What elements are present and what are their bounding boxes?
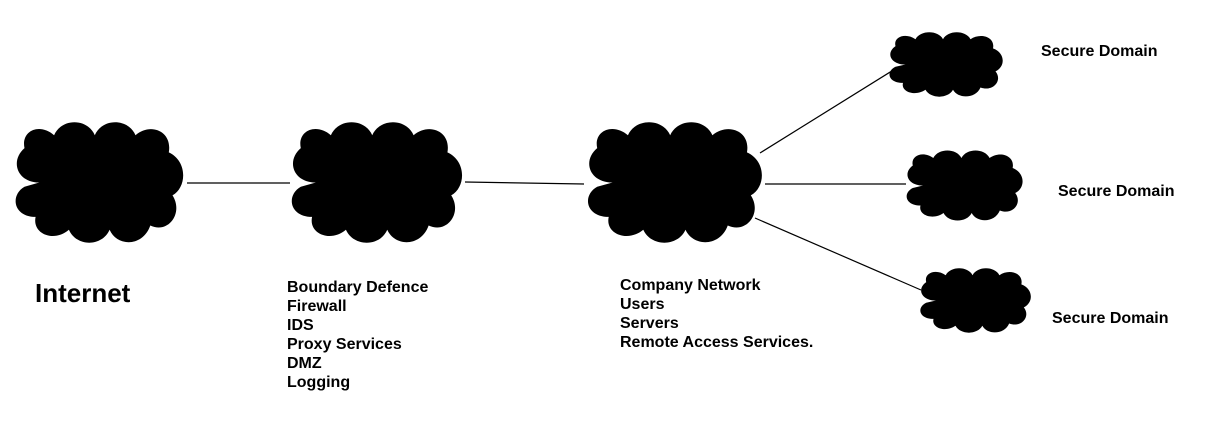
label-boundary-defence: Boundary Defence Firewall IDS Proxy Serv… bbox=[287, 278, 428, 392]
boundary-line: Boundary Defence bbox=[287, 279, 429, 296]
label-secure-domain-top: Secure Domain bbox=[1041, 43, 1158, 60]
boundary-line: DMZ bbox=[287, 355, 322, 372]
company-line: Servers bbox=[620, 315, 679, 332]
label-secure-domain-bot: Secure Domain bbox=[1052, 310, 1169, 327]
cloud-company bbox=[587, 122, 762, 243]
company-line: Company Network bbox=[620, 277, 761, 294]
cloud-internet bbox=[15, 122, 184, 243]
label-internet: Internet bbox=[35, 278, 131, 308]
label-secure-domain-mid: Secure Domain bbox=[1058, 183, 1175, 200]
link-boundary-company bbox=[464, 181, 585, 185]
boundary-line: Firewall bbox=[287, 298, 347, 315]
label-company-network: Company Network Users Servers Remote Acc… bbox=[620, 276, 813, 352]
cloud-secure-bot bbox=[920, 268, 1031, 333]
cloud-secure-mid bbox=[906, 150, 1023, 221]
cloud-boundary bbox=[291, 122, 463, 243]
link-company-secure-bot bbox=[754, 217, 922, 291]
link-company-secure-top bbox=[759, 68, 896, 154]
company-line: Users bbox=[620, 296, 665, 313]
boundary-line: Proxy Services bbox=[287, 336, 402, 353]
cloud-secure-top bbox=[889, 32, 1003, 97]
boundary-line: IDS bbox=[287, 317, 314, 334]
boundary-line: Logging bbox=[287, 374, 351, 391]
company-line: Remote Access Services. bbox=[620, 334, 814, 351]
